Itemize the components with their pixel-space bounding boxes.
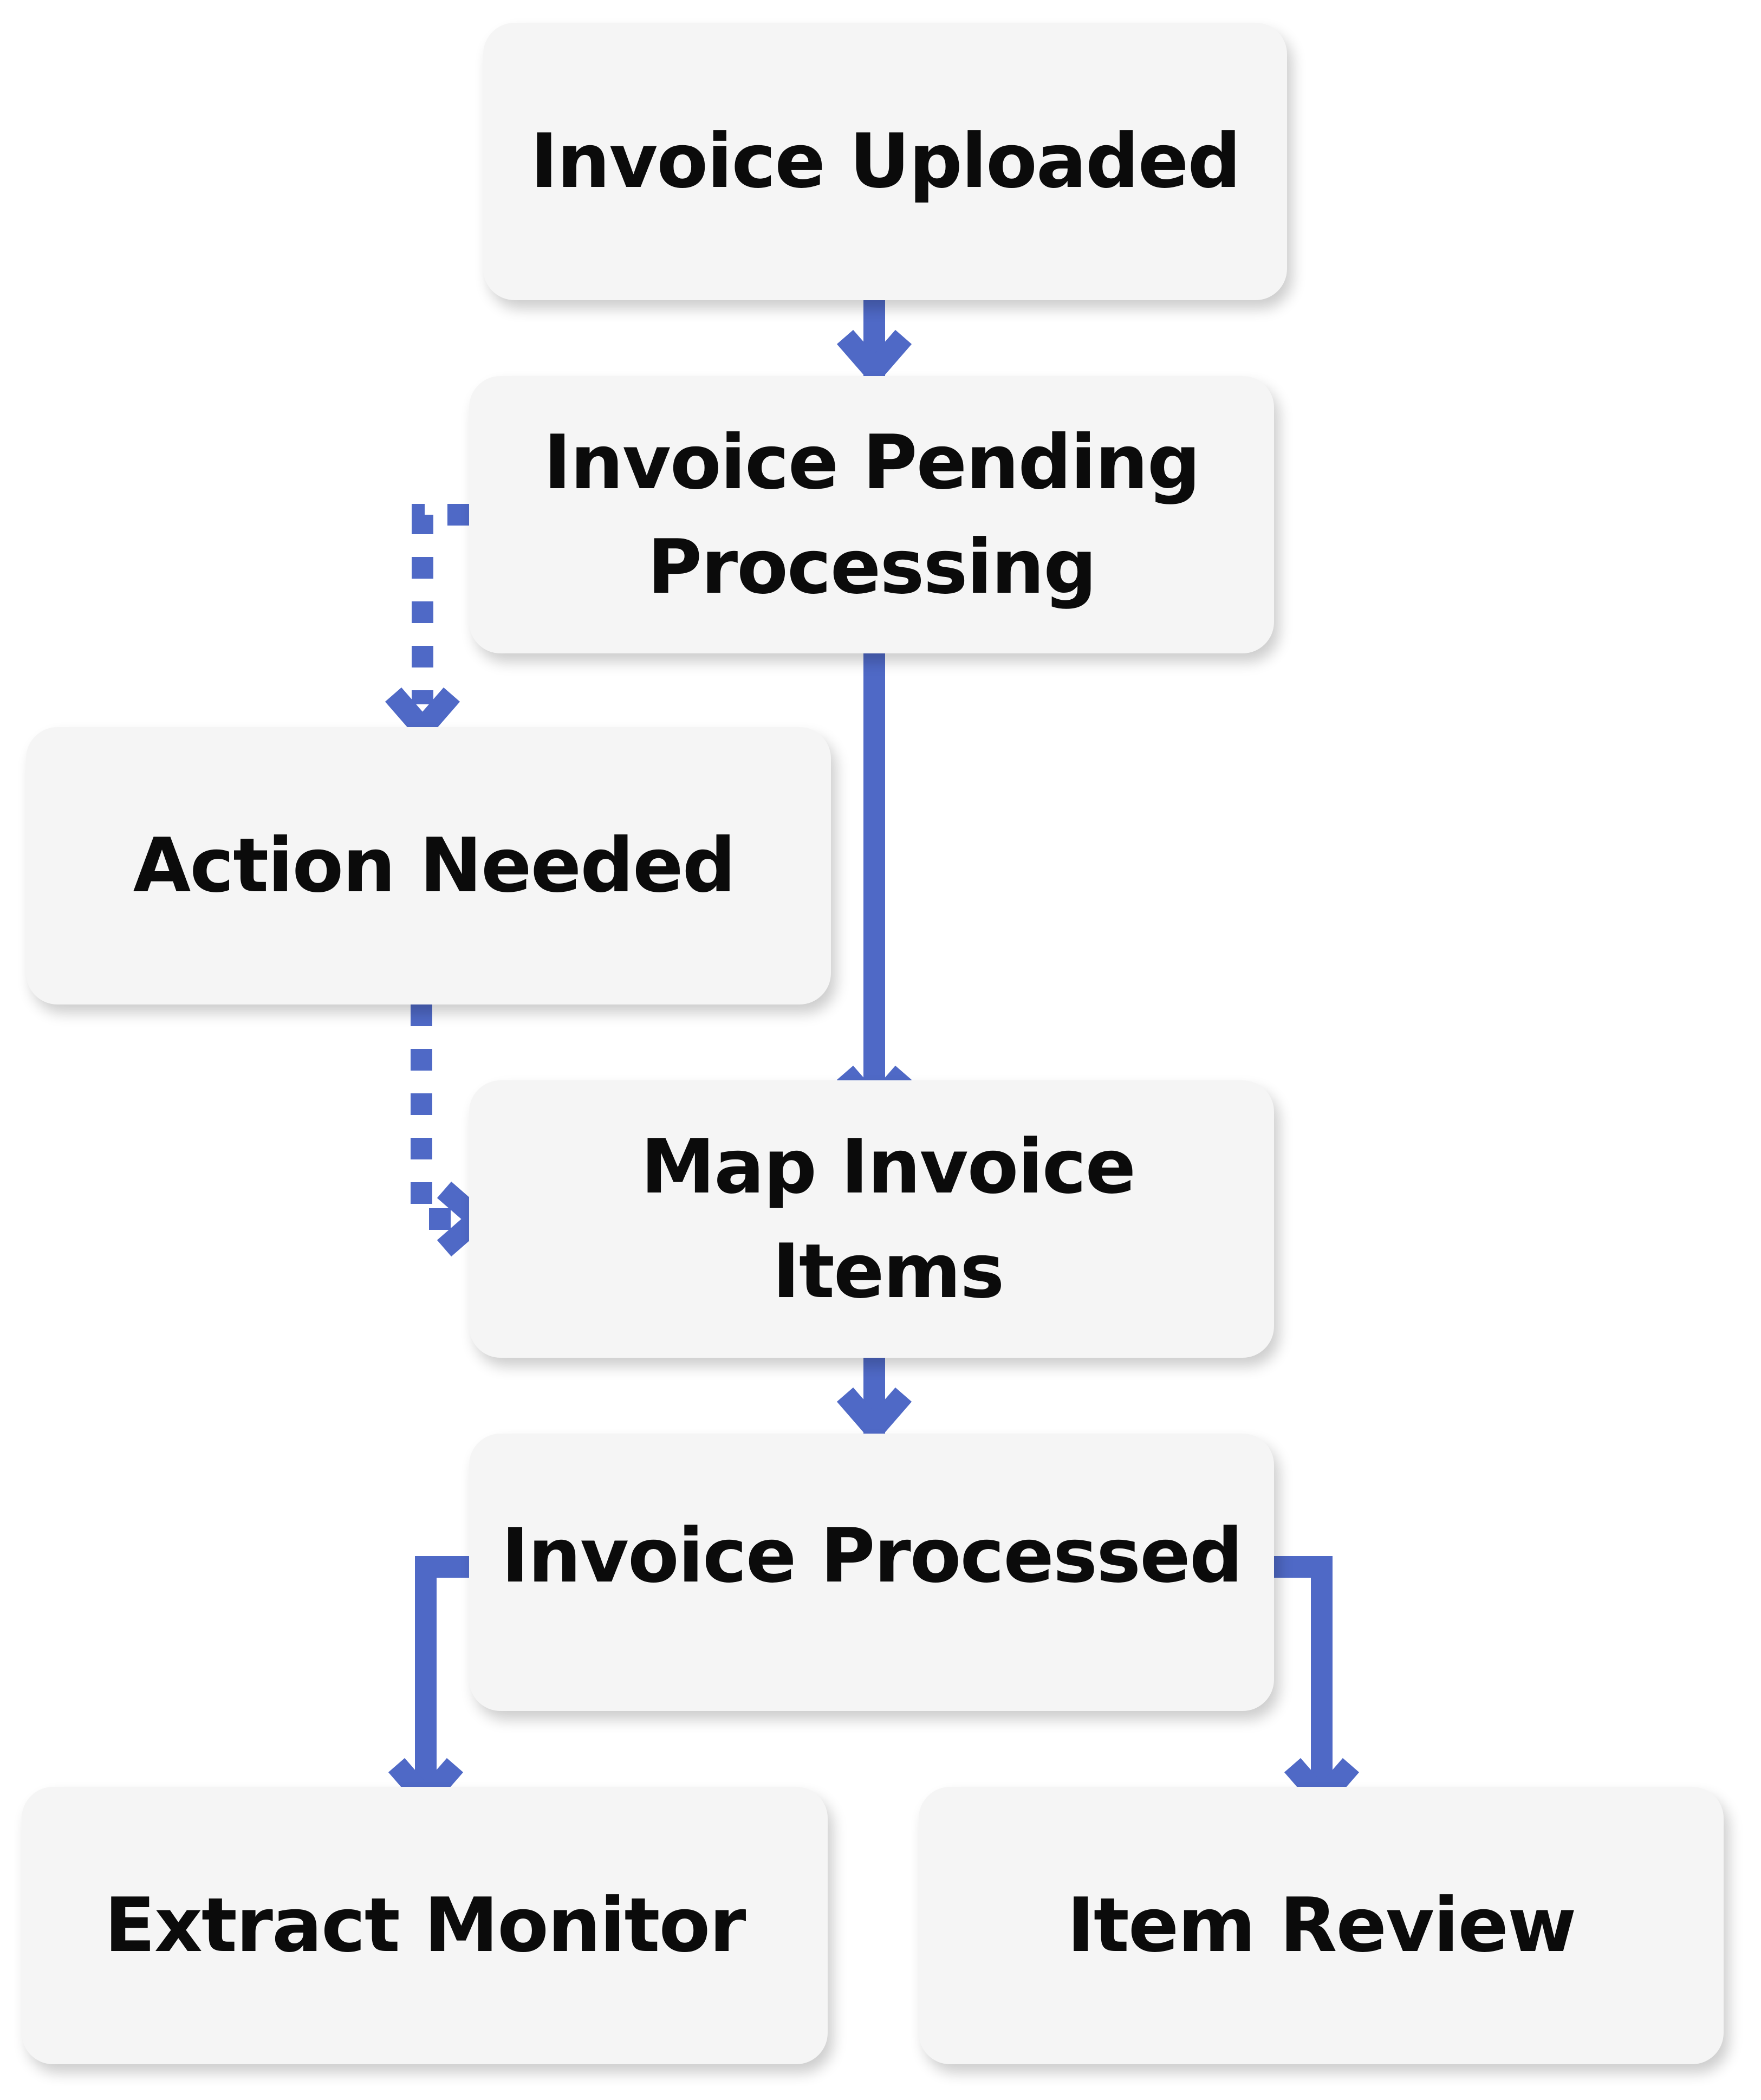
node-label: Action Needed bbox=[133, 822, 736, 910]
edge-processed-to-extract bbox=[415, 1556, 469, 1797]
edge-processed-to-review bbox=[1274, 1556, 1333, 1797]
node-label: Invoice Processed bbox=[501, 1512, 1243, 1600]
node-extract-monitor: Extract Monitor bbox=[22, 1787, 828, 2064]
node-label: Extract Monitor bbox=[104, 1882, 746, 1969]
node-map-invoice-items: Map Invoice Items bbox=[469, 1080, 1274, 1358]
edge-action-to-map bbox=[411, 1004, 460, 1230]
node-label: Map Invoice Items bbox=[640, 1123, 1136, 1315]
node-label: Invoice Pending Processing bbox=[543, 418, 1200, 611]
node-invoice-uploaded: Invoice Uploaded bbox=[483, 23, 1287, 300]
node-action-needed: Action Needed bbox=[26, 727, 831, 1004]
node-label: Invoice Uploaded bbox=[530, 118, 1241, 205]
node-invoice-processed: Invoice Processed bbox=[469, 1434, 1274, 1711]
node-label: Item Review bbox=[1067, 1882, 1577, 1969]
node-invoice-pending-processing: Invoice Pending Processing bbox=[469, 376, 1274, 653]
node-item-review: Item Review bbox=[919, 1787, 1724, 2064]
edge-pending-to-action bbox=[412, 504, 469, 704]
arrowhead-map-to-processed bbox=[836, 1387, 912, 1445]
arrowhead-uploaded-to-pending bbox=[836, 329, 912, 387]
